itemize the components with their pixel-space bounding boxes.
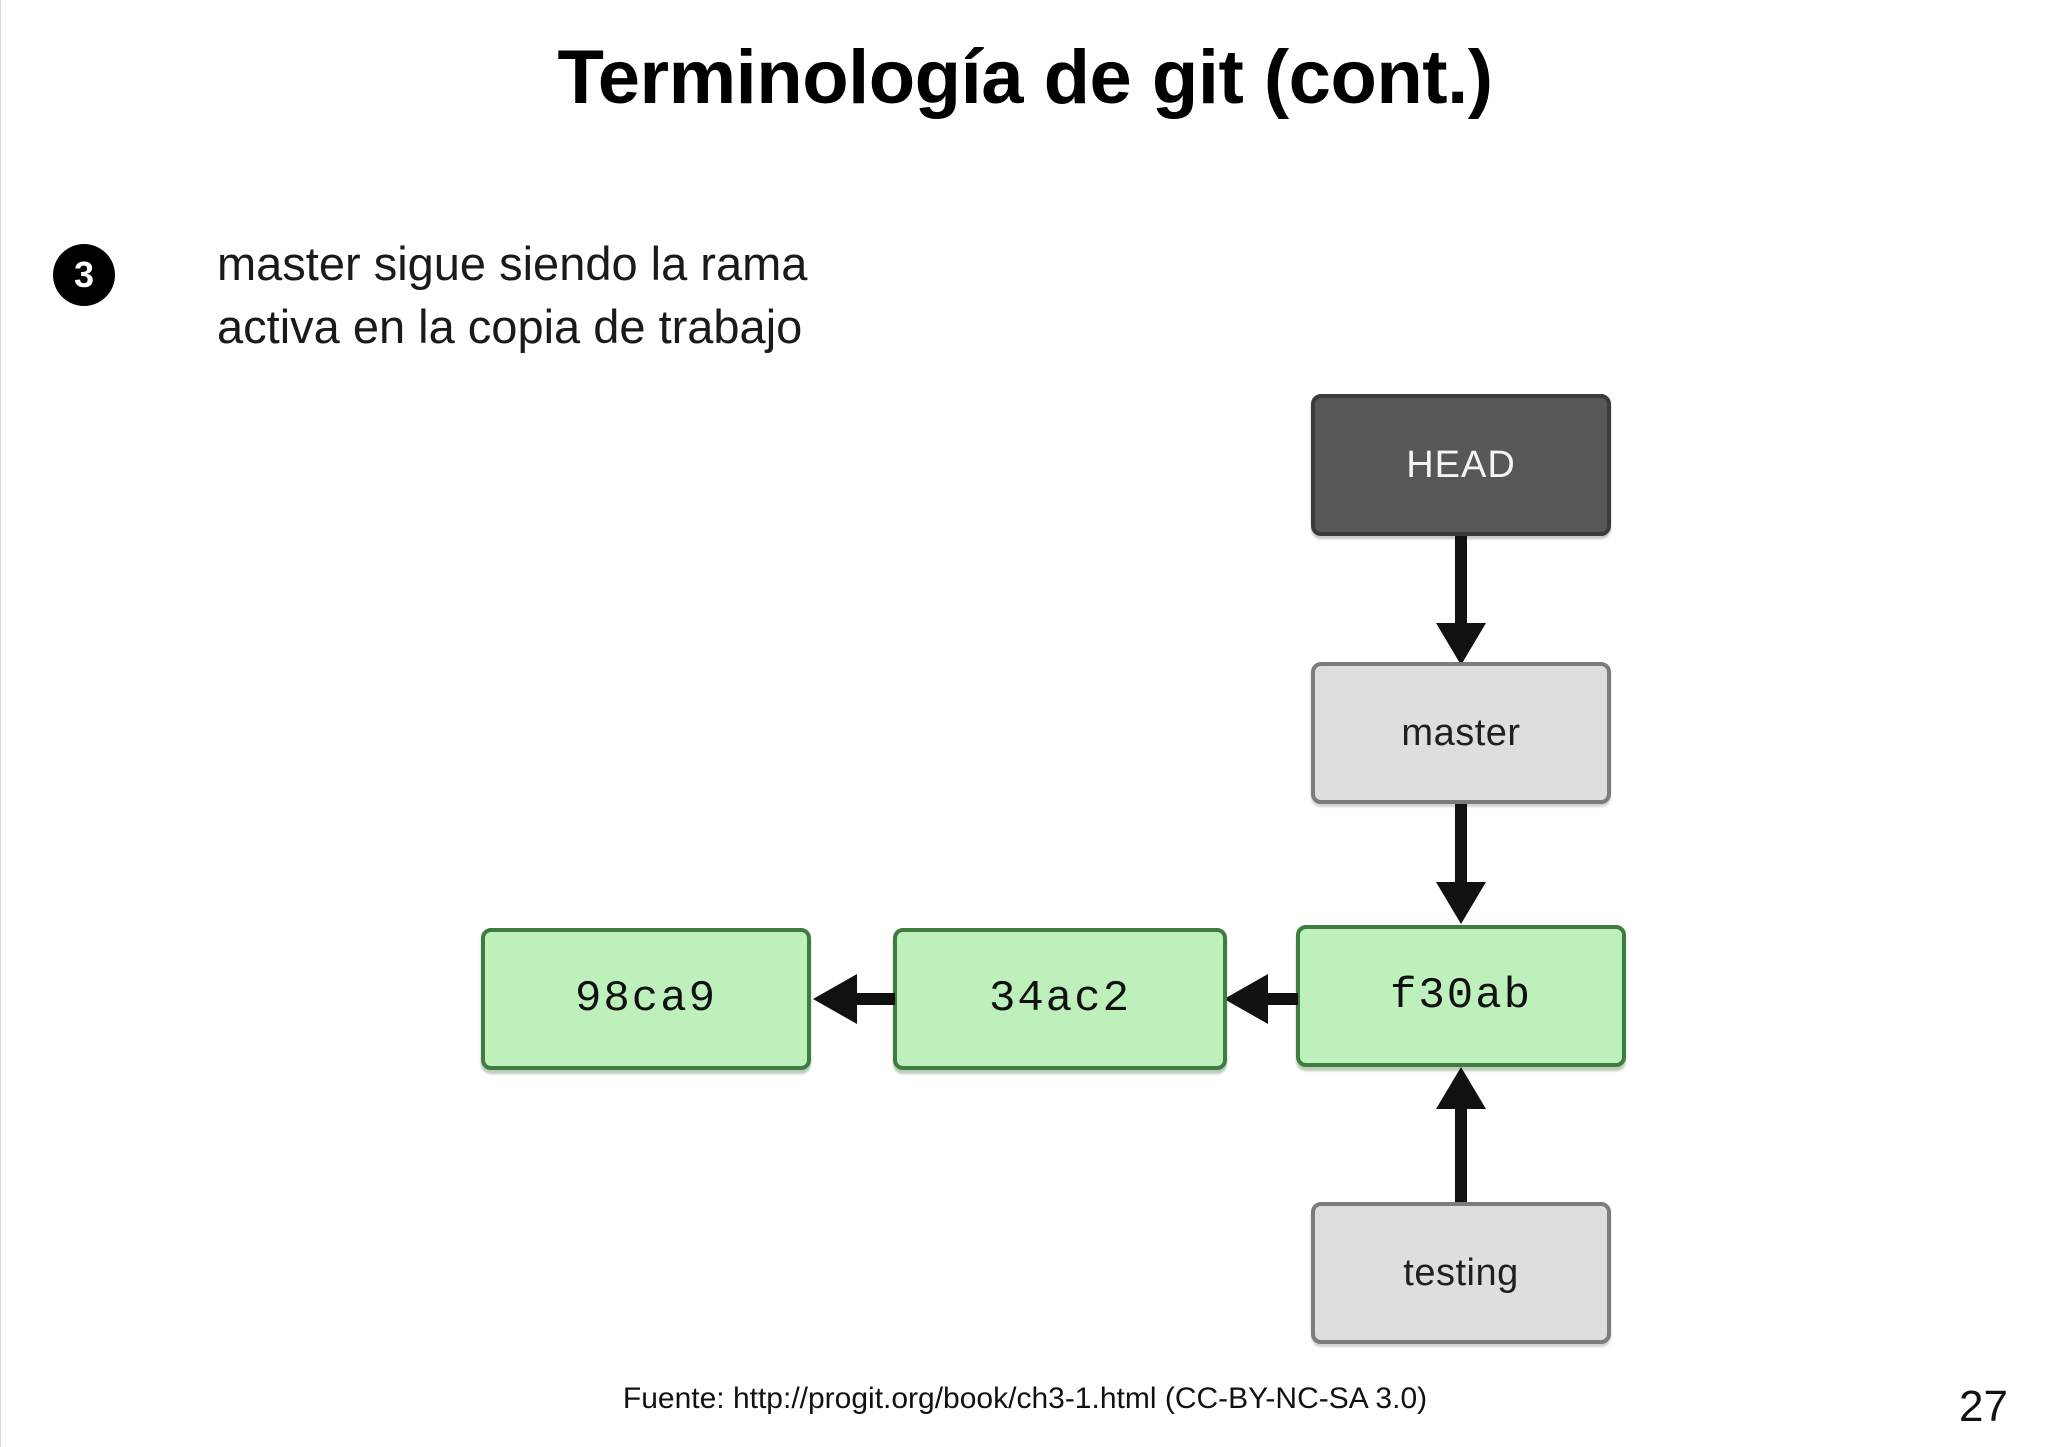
arrow-f30ab-to-34ac2-arrowhead-icon [1224, 974, 1268, 1024]
diagram-node-commit-34ac2: 34ac2 [893, 928, 1227, 1070]
arrow-34ac2-to-98ca9-line [857, 993, 895, 1005]
arrow-testing-to-f30ab-arrowhead-icon [1436, 1067, 1486, 1109]
bullet-number-badge: 3 [53, 244, 115, 306]
arrow-head-to-master-line [1455, 536, 1467, 628]
arrow-testing-to-f30ab-line [1455, 1108, 1467, 1204]
source-attribution: Fuente: http://progit.org/book/ch3-1.htm… [622, 1382, 1428, 1415]
diagram-node-head: HEAD [1311, 394, 1611, 536]
page-number: 27 [1959, 1382, 2008, 1431]
diagram-node-master: master [1311, 662, 1611, 804]
git-branch-diagram: HEAD master f30ab 34ac2 98ca9 testing [301, 380, 1761, 1360]
arrow-34ac2-to-98ca9-arrowhead-icon [813, 974, 857, 1024]
arrow-master-to-f30ab-arrowhead-icon [1436, 882, 1486, 924]
diagram-node-testing: testing [1311, 1202, 1611, 1344]
bullet-text: master sigue siendo la rama activa en la… [217, 237, 808, 353]
arrow-master-to-f30ab-line [1455, 804, 1467, 886]
arrow-head-to-master-arrowhead-icon [1436, 623, 1486, 665]
diagram-node-commit-98ca9: 98ca9 [481, 928, 811, 1070]
page-title: Terminología de git (cont.) [557, 35, 1493, 120]
arrow-f30ab-to-34ac2-line [1268, 993, 1298, 1005]
diagram-node-commit-f30ab: f30ab [1296, 925, 1626, 1067]
